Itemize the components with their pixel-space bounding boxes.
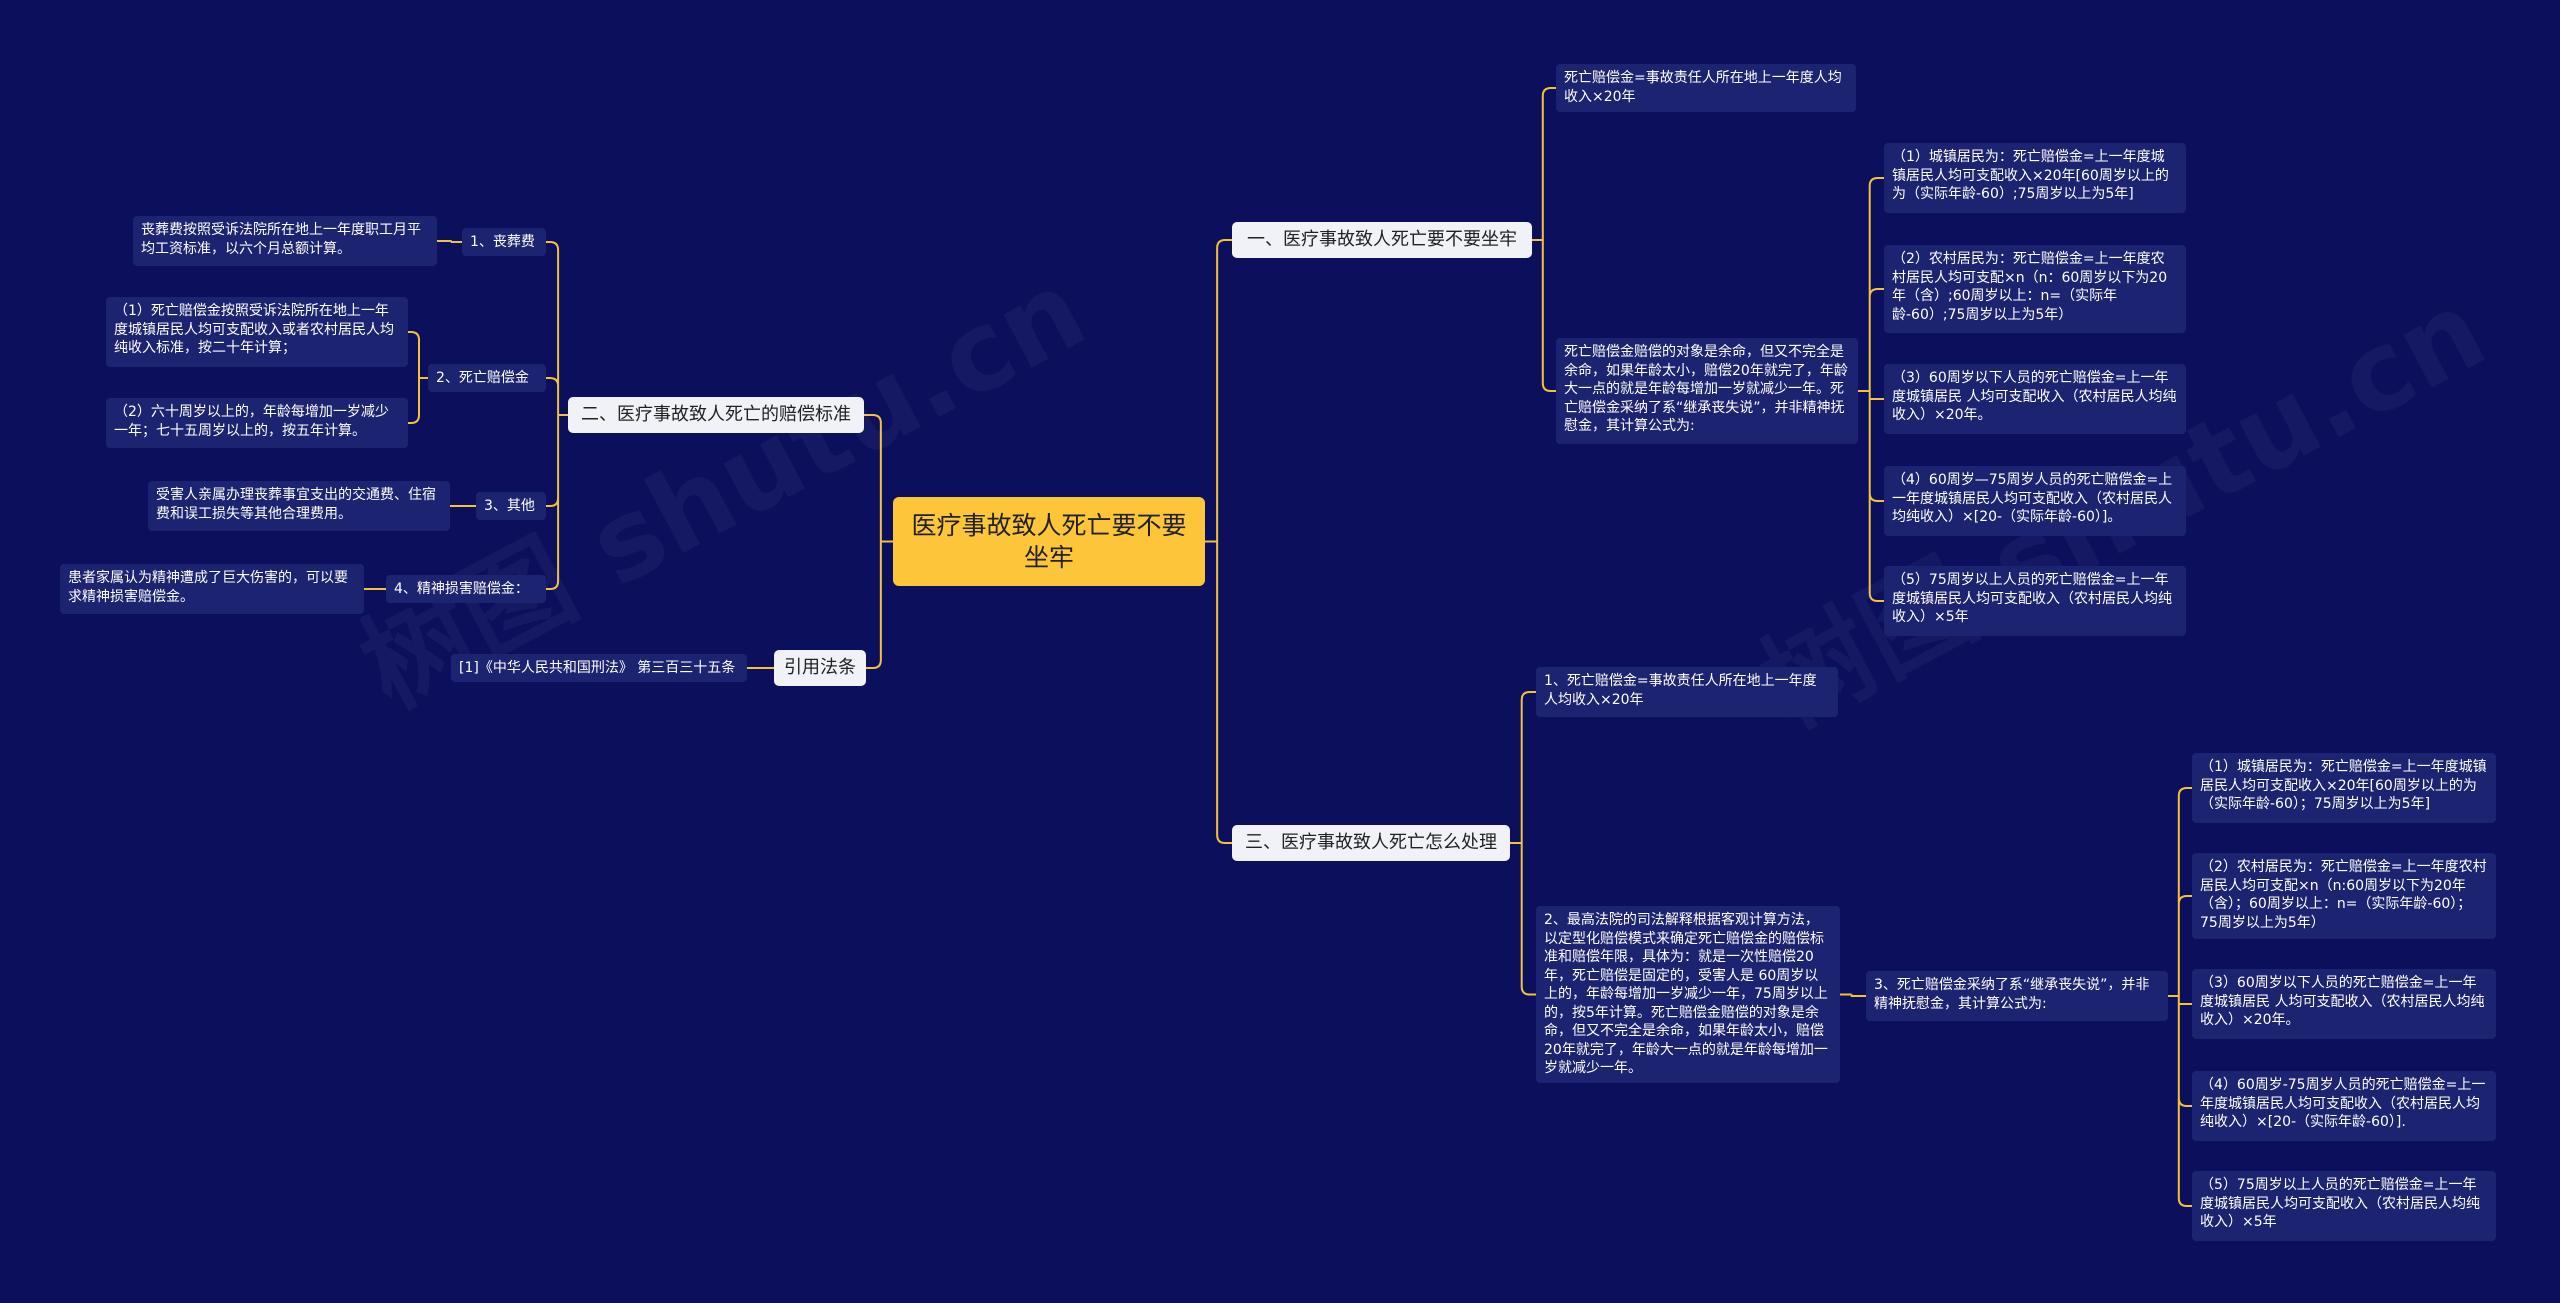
- leaf-judicial-interpretation[interactable]: 2、最高法院的司法解释根据客观计算方法，以定型化赔偿模式来确定死亡赔偿金的赔偿标…: [1536, 906, 1840, 1083]
- branch-no-jail[interactable]: 一、医疗事故致人死亡要不要坐牢: [1232, 222, 1532, 258]
- connector-branch-3-interp: [1840, 993, 1866, 997]
- connector-branch-1: [1532, 87, 1556, 392]
- leaf-over-75-2[interactable]: （5）75周岁以上人员的死亡赔偿金=上一年度城镇居民人均可支配收入（农村居民人均…: [2192, 1171, 2496, 1241]
- item-funeral-expenses[interactable]: 1、丧葬费: [462, 228, 546, 256]
- connector-root-left: [864, 414, 893, 669]
- leaf-mental-damage[interactable]: 患者家属认为精神遭成了巨大伤害的，可以要求精神损害赔偿金。: [60, 564, 364, 614]
- item-other-expenses[interactable]: 3、其他: [476, 492, 546, 520]
- leaf-other-expenses[interactable]: 受害人亲属办理丧葬事宜支出的交通费、住宿费和误工损失等其他合理费用。: [148, 481, 450, 531]
- leaf-urban-resident[interactable]: （1）城镇居民为：死亡赔偿金=上一年度城镇居民人均可支配收入×20年[60周岁以…: [1884, 143, 2186, 213]
- leaf-60-to-75-2[interactable]: （4）60周岁-75周岁人员的死亡赔偿金=上一年度城镇居民人均可支配收入（农村居…: [2192, 1071, 2496, 1141]
- connector-branch-3-formulas: [2168, 787, 2192, 1207]
- leaf-death-compensation-standard[interactable]: （1）死亡赔偿金按照受诉法院所在地上一年度城镇居民人均可支配收入或者农村居民人均…: [106, 297, 408, 367]
- leaf-60-to-75[interactable]: （4）60周岁—75周岁人员的死亡赔偿金=上一年度城镇居民人均可支配收入（农村居…: [1884, 466, 2186, 536]
- branch-how-to-handle[interactable]: 三、医疗事故致人死亡怎么处理: [1232, 825, 1510, 861]
- leaf-funeral-expenses[interactable]: 丧葬费按照受诉法院所在地上一年度职工月平均工资标准，以六个月总额计算。: [133, 216, 437, 266]
- leaf-criminal-law-article[interactable]: [1]《中华人民共和国刑法》 第三百三十五条: [451, 654, 747, 682]
- leaf-compensation-object[interactable]: 死亡赔偿金赔偿的对象是余命，但又不完全是余命，如果年龄太小，赔偿20年就完了，年…: [1556, 338, 1858, 444]
- leaf-over-sixty[interactable]: （2）六十周岁以上的，年龄每增加一岁减少一年；七十五周岁以上的，按五年计算。: [106, 398, 408, 448]
- connector-branch-2: [546, 241, 568, 590]
- leaf-over-75[interactable]: （5）75周岁以上人员的死亡赔偿金=上一年度城镇居民人均可支配收入（农村居民人均…: [1884, 566, 2186, 636]
- connector-death-comp: [408, 331, 428, 424]
- item-death-compensation[interactable]: 2、死亡赔偿金: [428, 364, 546, 392]
- root-topic[interactable]: 医疗事故致人死亡要不要坐牢: [893, 497, 1205, 586]
- leaf-urban-resident-2[interactable]: （1）城镇居民为：死亡赔偿金=上一年度城镇居民人均可支配收入×20年[60周岁以…: [2192, 753, 2496, 823]
- leaf-rural-resident-2[interactable]: （2）农村居民为：死亡赔偿金=上一年度农村居民人均可支配×n（n:60周岁以下为…: [2192, 853, 2496, 939]
- leaf-formula-1[interactable]: 1、死亡赔偿金=事故责任人所在地上一年度人均收入×20年: [1536, 667, 1838, 717]
- leaf-under-60-2[interactable]: （3）60周岁以下人员的死亡赔偿金=上一年度城镇居民 人均可支配收入（农村居民人…: [2192, 969, 2496, 1039]
- branch-compensation-standard[interactable]: 二、医疗事故致人死亡的赔偿标准: [568, 397, 864, 433]
- connector-branch-3: [1510, 691, 1536, 996]
- connector-root-right: [1205, 239, 1232, 844]
- connector-branch-1-formulas: [1858, 177, 1884, 602]
- leaf-rural-resident[interactable]: （2）农村居民为：死亡赔偿金=上一年度农村居民人均可支配×n（n：60周岁以下为…: [1884, 245, 2186, 333]
- leaf-under-60[interactable]: （3）60周岁以下人员的死亡赔偿金=上一年度城镇居民 人均可支配收入（农村居民人…: [1884, 364, 2186, 434]
- leaf-inheritance-loss[interactable]: 3、死亡赔偿金采纳了系“继承丧失说”，并非精神抚慰金，其计算公式为:: [1866, 971, 2168, 1021]
- connector-funeral: [437, 240, 462, 243]
- item-mental-damage[interactable]: 4、精神损害赔偿金：: [386, 575, 546, 603]
- leaf-death-compensation-formula[interactable]: 死亡赔偿金=事故责任人所在地上一年度人均收入×20年: [1556, 64, 1856, 112]
- branch-cited-law[interactable]: 引用法条: [774, 650, 866, 686]
